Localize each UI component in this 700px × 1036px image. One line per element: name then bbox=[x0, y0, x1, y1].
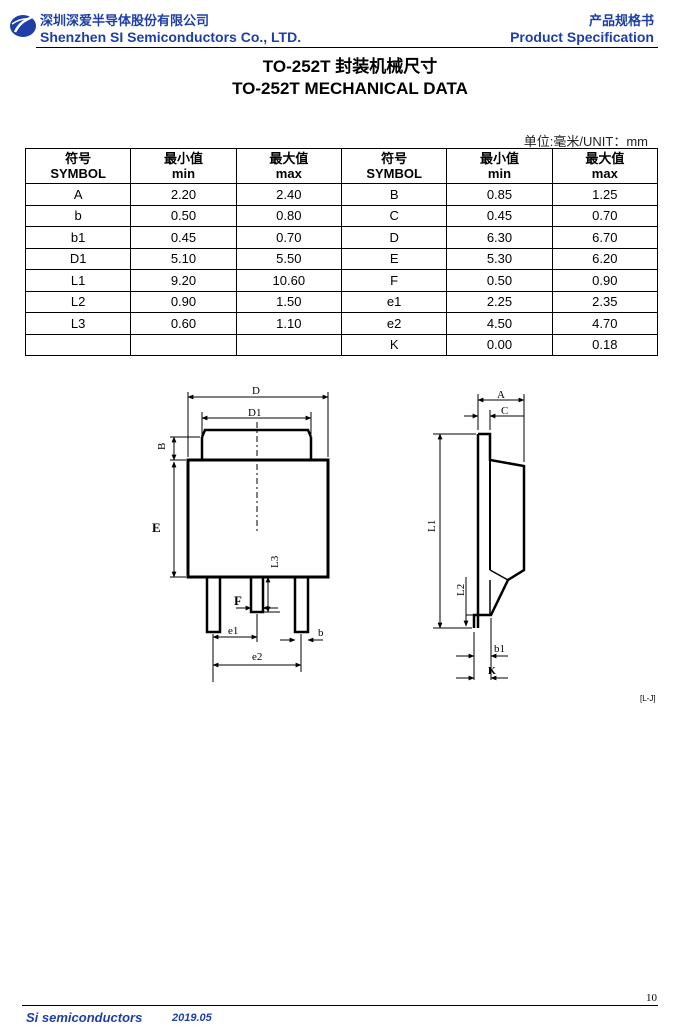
table-cell: B bbox=[340, 183, 448, 206]
table-cell: C bbox=[340, 204, 448, 227]
company-name-en: Shenzhen SI Semiconductors Co., LTD. bbox=[40, 29, 302, 45]
footer-date: 2019.05 bbox=[172, 1012, 212, 1024]
table-cell: 5.30 bbox=[446, 247, 553, 270]
side-view bbox=[433, 394, 526, 681]
table-cell: e2 bbox=[340, 312, 448, 335]
table-cell: D1 bbox=[24, 247, 132, 270]
footer-company: Si semiconductors bbox=[26, 1010, 143, 1025]
table-cell: L1 bbox=[24, 269, 132, 292]
table-cell: L2 bbox=[24, 290, 132, 313]
table-cell: 0.50 bbox=[446, 269, 553, 292]
table-cell bbox=[130, 333, 237, 356]
table-cell: 1.25 bbox=[551, 183, 659, 206]
table-cell bbox=[235, 333, 342, 356]
table-cell: 1.10 bbox=[235, 312, 342, 335]
header-divider bbox=[36, 47, 658, 48]
table-cell: F bbox=[340, 269, 448, 292]
table-cell: 2.35 bbox=[551, 290, 659, 313]
table-cell: 5.50 bbox=[235, 247, 342, 270]
table-cell: E bbox=[340, 247, 448, 270]
company-name-cn: 深圳深爱半导体股份有限公司 bbox=[40, 13, 210, 28]
page-title-en: TO-252T MECHANICAL DATA bbox=[232, 79, 468, 98]
table-cell: 0.45 bbox=[446, 204, 553, 227]
label-f: F bbox=[234, 593, 242, 608]
label-d: D bbox=[252, 385, 260, 397]
table-cell: D bbox=[340, 226, 448, 249]
table-cell: L3 bbox=[24, 312, 132, 335]
table-cell: 6.30 bbox=[446, 226, 553, 249]
label-b: B bbox=[156, 443, 168, 450]
table-cell: 6.70 bbox=[551, 226, 659, 249]
table-cell: A bbox=[24, 183, 132, 206]
label-a: A bbox=[497, 389, 505, 401]
unit-note: 单位:毫米/UNIT：mm bbox=[523, 134, 648, 149]
table-cell: 0.00 bbox=[446, 333, 553, 356]
label-l3: L3 bbox=[269, 555, 281, 568]
table-cell: 5.10 bbox=[130, 247, 237, 270]
table-cell: 0.18 bbox=[551, 333, 659, 356]
table-cell: 0.90 bbox=[551, 269, 659, 292]
table-cell: K bbox=[340, 333, 448, 356]
table-cell: 4.70 bbox=[551, 312, 659, 335]
table-cell: e1 bbox=[340, 290, 448, 313]
table-cell: 0.70 bbox=[551, 204, 659, 227]
table-cell: 9.20 bbox=[130, 269, 237, 292]
table-cell: 10.60 bbox=[235, 269, 342, 292]
table-cell: 0.80 bbox=[235, 204, 342, 227]
table-cell: b bbox=[24, 204, 132, 227]
table-cell: 6.20 bbox=[551, 247, 659, 270]
label-e2: e2 bbox=[252, 651, 262, 663]
table-cell: 0.60 bbox=[130, 312, 237, 335]
table-cell: 0.90 bbox=[130, 290, 237, 313]
page-title-cn: TO-252T 封装机械尺寸 bbox=[262, 57, 438, 76]
label-e1: e1 bbox=[228, 625, 238, 637]
doc-type-en: Product Specification bbox=[510, 29, 654, 45]
footer-divider bbox=[22, 1005, 658, 1006]
si-logo-icon bbox=[10, 14, 36, 37]
table-cell: 0.70 bbox=[235, 226, 342, 249]
doc-type-cn: 产品规格书 bbox=[588, 13, 654, 28]
table-cell: 4.50 bbox=[446, 312, 553, 335]
table-cell: 1.50 bbox=[235, 290, 342, 313]
label-d1: D1 bbox=[248, 407, 261, 419]
label-c: C bbox=[501, 405, 508, 417]
label-b1: b1 bbox=[494, 643, 505, 655]
table-cell: 2.40 bbox=[235, 183, 342, 206]
table-cell bbox=[24, 333, 132, 356]
label-l1: L1 bbox=[426, 520, 438, 532]
footnote-mark: [L-J] bbox=[640, 694, 656, 703]
label-e: E bbox=[152, 520, 161, 535]
table-cell: 0.85 bbox=[446, 183, 553, 206]
table-cell: 2.20 bbox=[130, 183, 237, 206]
package-drawing: D D1 B E L3 F e1 e2 b A C L1 L2 b1 K bbox=[152, 385, 526, 682]
label-k: K bbox=[488, 666, 496, 677]
front-view bbox=[170, 392, 330, 682]
table-cell: b1 bbox=[24, 226, 132, 249]
table-cell: 0.45 bbox=[130, 226, 237, 249]
page-number: 10 bbox=[646, 992, 657, 1004]
table-cell: 2.25 bbox=[446, 290, 553, 313]
label-l2: L2 bbox=[455, 584, 467, 596]
label-b-small: b bbox=[318, 627, 324, 639]
table-cell: 0.50 bbox=[130, 204, 237, 227]
